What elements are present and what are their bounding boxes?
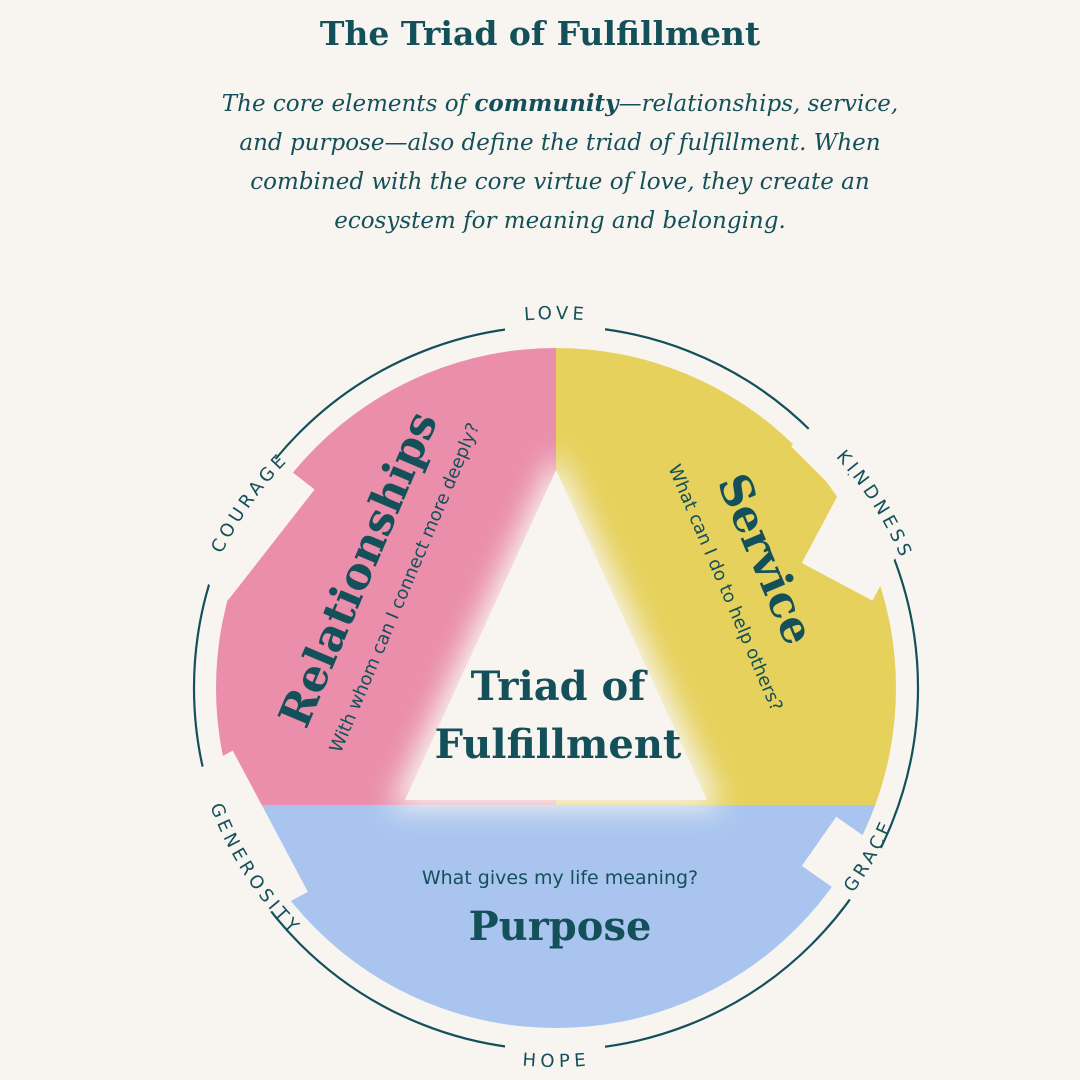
center-title-line2: Fulfillment [435,721,682,768]
intro-paragraph: The core elements of community—relations… [210,84,910,241]
purpose-title: Purpose [469,903,652,950]
virtue-love: LOVE [523,303,588,325]
virtue-hope: HOPE [522,1050,590,1073]
intro-text-after: —relationships, service, and purpose—als… [239,91,899,234]
ring-label-gaps [162,312,939,1064]
center-triangle [405,470,707,800]
center-title-line1: Triad of [471,663,649,710]
purpose-question: What gives my life meaning? [422,867,698,889]
intro-text-before: The core elements of [221,91,475,117]
page-title: The Triad of Fulfillment [319,14,761,53]
intro-bold-word: community [474,90,619,117]
